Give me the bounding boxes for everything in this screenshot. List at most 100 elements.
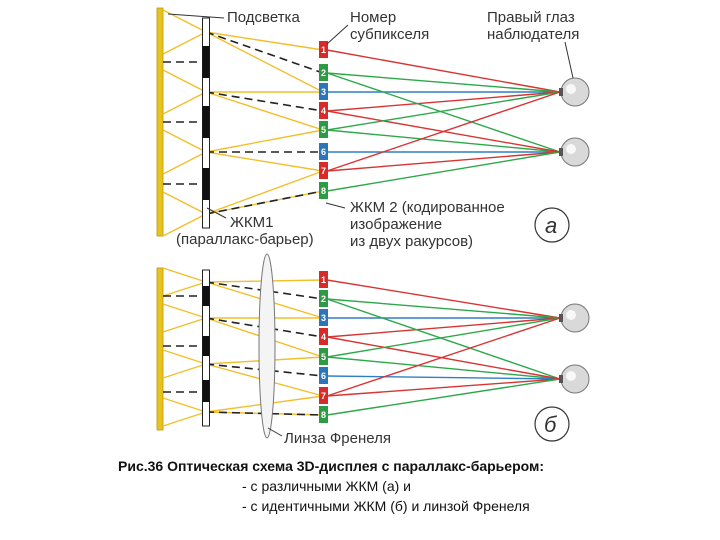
figure-caption: Рис.36 Оптическая схема 3D-дисплея с пар… [118, 456, 678, 516]
barrier-label-line2: (параллакс-барьер) [176, 231, 314, 248]
subpixel-cell [319, 102, 328, 119]
subpixel-to-eye-ray [326, 298, 561, 380]
backlight-ray [162, 151, 207, 175]
subpixel-cell [319, 348, 328, 365]
backlight-ray [162, 91, 207, 115]
subpixel-to-eye-ray [326, 375, 561, 380]
subpixel-cell [319, 309, 328, 326]
subpixel-cell [319, 367, 328, 384]
barrier-leader-line [206, 207, 227, 219]
barrier-opaque-segment [202, 168, 210, 200]
view-ray-yellow [205, 170, 324, 215]
lcd2-label-line2: изображение [350, 216, 442, 233]
fresnel-lens [258, 253, 276, 439]
barrier-opaque-segment [202, 106, 210, 138]
panel-b-letter-circle [534, 406, 570, 442]
subpixel-to-eye-ray [326, 151, 561, 172]
subpixel-to-eye-ray [326, 49, 561, 93]
barrier-label-line1: ЖКМ1 [230, 214, 273, 231]
view-ray-yellow [205, 31, 324, 93]
subpixel-to-eye-ray [326, 378, 561, 397]
subpixel-number: 7 [321, 391, 326, 401]
subpixel-cell [319, 121, 328, 138]
view-ray-dashed [205, 91, 324, 112]
eye-pupil [559, 314, 563, 322]
subpixel-number: 6 [321, 371, 326, 381]
eyes-panel-a [559, 77, 590, 167]
subpixel-label-line2: субпикселя [350, 26, 429, 43]
subpixel-number: 2 [321, 294, 326, 304]
subpixel-number: 3 [321, 87, 326, 97]
backlight-ray [162, 31, 207, 55]
subpixel-to-eye-ray [326, 298, 561, 319]
subpixel-number: 1 [321, 45, 326, 55]
subpixel-to-eye-ray [326, 356, 561, 380]
eye-label-line1: Правый глаз [487, 9, 575, 26]
subpixel-to-eye-ray [326, 317, 561, 397]
eyes-panel-b [559, 303, 590, 394]
backlight-ray [162, 397, 207, 413]
eye-pupil [559, 88, 563, 96]
backlight-panel-b [156, 267, 164, 431]
barrier-opaque-segment [202, 46, 210, 78]
subpixel-number: 5 [321, 125, 326, 135]
backlight-ray [162, 317, 207, 333]
backlight-ray [162, 9, 207, 33]
parallax-barrier-a [202, 17, 210, 229]
subpixel-number: 2 [321, 68, 326, 78]
panel-a-letter-circle [534, 207, 570, 243]
subpixel-label-line1: Номер [350, 9, 396, 26]
subpixel-cell [319, 83, 328, 100]
backlight-ray [162, 349, 207, 365]
subpixel-to-eye-ray [326, 317, 561, 358]
backlight-ray [162, 213, 207, 237]
subpixel-cell [319, 143, 328, 160]
subpixel-leader-line [326, 24, 349, 45]
subpixel-number: 7 [321, 166, 326, 176]
view-ray-yellow [205, 91, 324, 131]
subpixel-number: 6 [321, 147, 326, 157]
backlight-ray [162, 363, 207, 379]
lcd2-label-line1: ЖКМ 2 (кодированное [350, 199, 505, 216]
caption-line-1: - с различными ЖКМ (а) и [242, 478, 411, 494]
subpixel-number: 1 [321, 275, 326, 285]
subpixel-to-eye-ray [326, 72, 561, 93]
subpixel-number: 4 [321, 332, 326, 342]
caption-line-2: - с идентичными ЖКМ (б) и линзой Френеля [242, 498, 530, 514]
fresnel-label: Линза Френеля [284, 430, 391, 447]
subpixel-to-eye-ray [326, 91, 561, 131]
view-ray-yellow [205, 151, 324, 172]
subpixel-cell [319, 41, 328, 58]
barrier-opaque-segment [202, 336, 210, 356]
barrier-opaque-segment [202, 380, 210, 402]
subpixel-to-eye-ray [326, 72, 561, 153]
subpixel-number: 3 [321, 313, 326, 323]
backlight-panel-a [156, 7, 164, 237]
subpixel-number: 8 [321, 410, 326, 420]
rays-panel-b [162, 267, 561, 427]
eye-pupil [559, 375, 563, 383]
subpixel-to-eye-ray [326, 336, 561, 380]
subpixel-to-eye-ray [326, 151, 561, 192]
subpixel-cell [319, 387, 328, 404]
subpixel-cell [319, 271, 328, 288]
backlight-ray [162, 267, 207, 283]
view-ray-dashed [205, 31, 324, 74]
lcd2-label-line3: из двух ракурсов) [350, 233, 473, 250]
eye-pupil [559, 148, 563, 156]
eye-highlight [566, 144, 576, 154]
backlight-ray [162, 191, 207, 215]
view-ray-dashed [205, 190, 324, 215]
subpixel-to-eye-ray [326, 91, 561, 172]
barrier-opaque-segment [202, 286, 210, 306]
lcd2-leader-line [325, 202, 346, 209]
subpixel-to-eye-ray [326, 279, 561, 319]
backlight-ray [162, 411, 207, 427]
backlight-ray [162, 281, 207, 297]
subpixel-to-eye-ray [326, 91, 561, 112]
panel-b-letter: б [544, 412, 558, 437]
